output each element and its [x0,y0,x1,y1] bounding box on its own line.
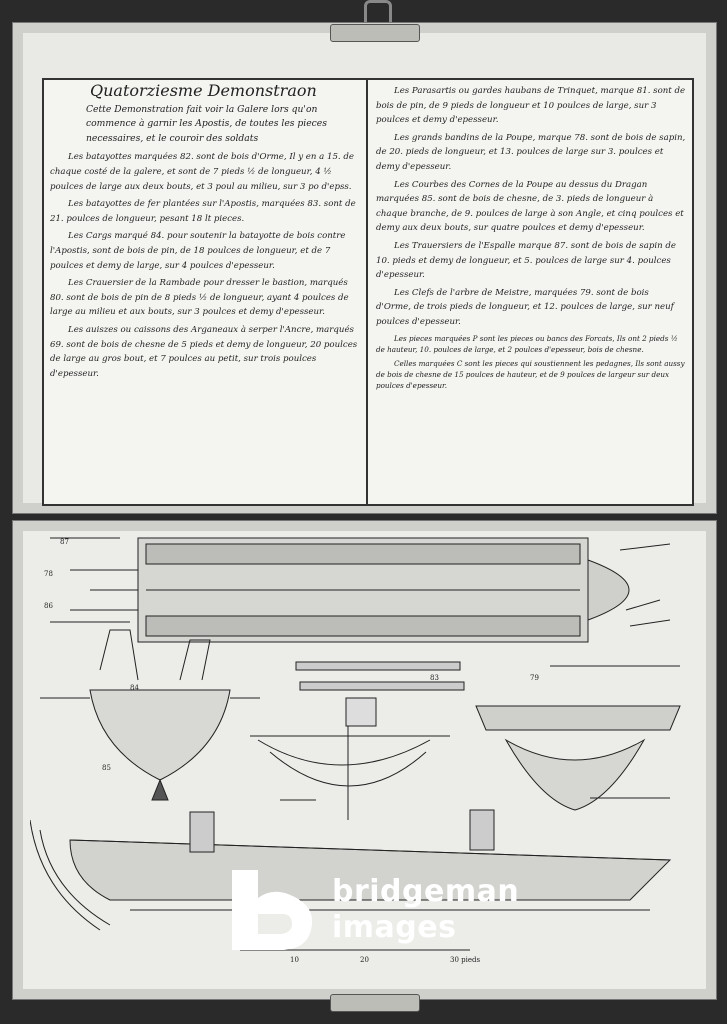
galley-plan-view [50,537,630,643]
paragraph: Les Courbes des Cornes de la Poupe au de… [376,179,684,234]
midship-section [250,661,465,820]
text-frame: Quatorziesme Demonstraon Cette Demonstra… [42,78,694,506]
top-clasp [330,24,420,42]
plate-label: 10 [290,956,299,964]
plate-label: 86 [44,602,53,610]
bottom-clasp [330,994,420,1012]
paragraph: Les Cargs marqué 84. pour soutenir la ba… [50,231,346,271]
paragraph: Les Parasartis ou gardes haubans de Trin… [376,86,686,126]
page-subtitle: Cette Demonstration fait voir la Galere … [86,103,327,144]
column-divider [366,80,368,504]
plate-label: 30 pieds [450,956,480,964]
left-column: Quatorziesme Demonstraon Cette Demonstra… [50,81,360,384]
engraving-plate: 87 78 86 84 85 83 79 10 20 30 pieds [30,537,681,964]
watermark-text: bridgeman images [332,874,519,946]
stern-section [40,629,260,801]
watermark-logo-icon [232,870,313,950]
watermark: bridgeman images [228,868,568,952]
paragraph: Les batayottes marquées 82. sont de bois… [50,152,354,192]
paragraph: Les Crauersier de la Rambade pour dresse… [50,278,349,318]
plate-label: 84 [130,684,139,692]
watermark-line: images [332,910,457,945]
paragraph: Les Clefs de l'arbre de Meistre, marquée… [376,287,674,327]
paragraph: Les Trauersiers de l'Espalle marque 87. … [376,240,676,281]
page-title: Quatorziesme Demonstraon [90,81,317,100]
plate-label: 83 [430,674,439,682]
note: Celles marquées C sont les pieces qui so… [376,358,685,390]
plate-label: 85 [102,764,111,772]
bow-section [475,543,681,811]
plate-label: 78 [44,570,53,578]
note: Les pieces marquées P sont les pieces ou… [376,333,678,354]
paragraph: Les batayottes de fer plantées sur l'Apo… [50,199,356,224]
plate-label: 87 [60,538,69,546]
paragraph: Les auiszes ou caissons des Arganeaux à … [50,324,358,379]
plate-label: 79 [530,674,539,682]
watermark-line: bridgeman [332,874,520,909]
paragraph: Les grands bandins de la Poupe, marque 7… [376,132,686,172]
galley-side-view [30,809,672,951]
right-column: Les Parasartis ou gardes haubans de Trin… [376,84,686,394]
plate-label: 20 [360,956,369,964]
